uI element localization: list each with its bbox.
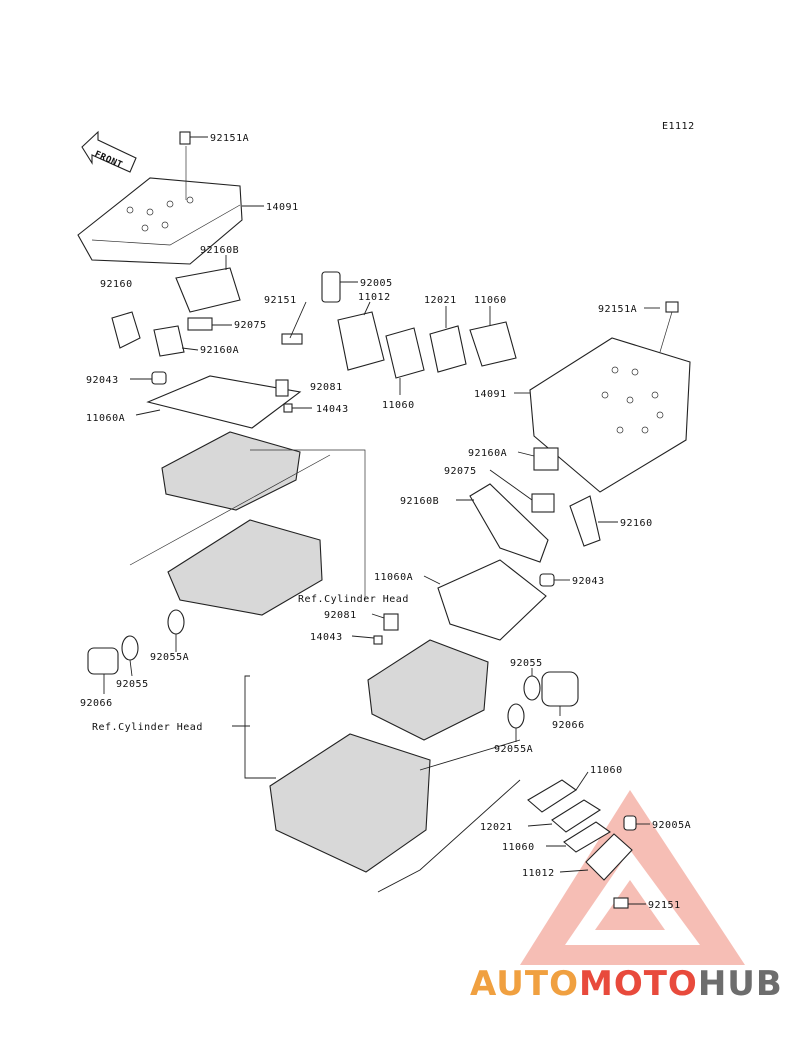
callout-label: 11060A xyxy=(374,572,413,583)
rear-head-cover xyxy=(77,131,243,265)
callout-labels: 92151A 14091 92160B 92160 92151 92075 92… xyxy=(80,133,691,911)
breather-11012 xyxy=(337,311,385,371)
o-ring-92055-rear xyxy=(121,635,139,661)
callout-label: 92066 xyxy=(552,720,585,731)
diagram-code: E1112 xyxy=(662,121,695,132)
o-ring-92055a-front xyxy=(507,703,525,729)
o-ring-92055-front xyxy=(523,675,541,701)
cap-92005 xyxy=(321,271,341,303)
intake-pipe-92066-front xyxy=(541,671,579,707)
callout-label: 92160B xyxy=(400,496,439,507)
rocker-cover-92160b-front xyxy=(469,483,549,563)
rocker-cap-92160-front xyxy=(569,495,601,547)
callout-label: 11060 xyxy=(474,295,507,306)
front-camshaft-holder xyxy=(367,639,489,741)
callout-label: 92151A xyxy=(210,133,249,144)
rocker-part-92075 xyxy=(187,317,213,331)
callout-label: 11060A xyxy=(86,413,125,424)
rocker-cover-92160b xyxy=(175,267,241,313)
callout-label: 92151 xyxy=(648,900,681,911)
bolt-92151-bottom xyxy=(613,897,629,909)
callout-label: 92055 xyxy=(116,679,149,690)
callout-label: 92043 xyxy=(86,375,119,386)
callout-label: 92066 xyxy=(80,698,113,709)
callout-label: 92151 xyxy=(264,295,297,306)
callout-label: 92005A xyxy=(652,820,691,831)
watermark-text: AUTOMOTOHUB xyxy=(470,964,783,1004)
callout-label: 92160B xyxy=(200,245,239,256)
plug-92043-rear xyxy=(151,371,167,385)
callout-label: 92081 xyxy=(310,382,343,393)
front-cylinder-head xyxy=(269,733,431,873)
rocker-part-92075-front xyxy=(531,493,555,513)
callout-label: 92075 xyxy=(234,320,267,331)
gasket-11060a-front xyxy=(437,559,547,641)
gasket-11060a-rear xyxy=(146,375,302,429)
rear-camshaft-holder xyxy=(161,431,301,511)
callout-label: 92160 xyxy=(620,518,653,529)
callout-label: 92005 xyxy=(360,278,393,289)
callout-label: 11012 xyxy=(358,292,391,303)
rocker-cap-92160 xyxy=(111,311,141,349)
callout-label: 14091 xyxy=(474,389,507,400)
rear-cylinder-head xyxy=(167,519,323,616)
callout-label: 11060 xyxy=(502,842,535,853)
gasket-11060-right xyxy=(469,321,517,367)
callout-label: 92081 xyxy=(324,610,357,621)
plate-12021-bottom xyxy=(551,799,602,833)
callout-label: 92160A xyxy=(200,345,239,356)
rocker-cap-92160a-front xyxy=(533,447,559,471)
callout-label: 11060 xyxy=(382,400,415,411)
front-head-cover xyxy=(529,301,691,493)
rocker-cap-92160a xyxy=(153,325,185,357)
callout-label: 11060 xyxy=(590,765,623,776)
callout-label: 92075 xyxy=(444,466,477,477)
callout-label: 14043 xyxy=(310,632,343,643)
ref-label: Ref.Cylinder Head xyxy=(298,594,409,605)
callout-label: 11012 xyxy=(522,868,555,879)
front-arrow-icon: FRONT xyxy=(81,130,137,173)
dowel-14043-rear xyxy=(283,403,293,413)
callout-label: 14091 xyxy=(266,202,299,213)
callout-label: 92055 xyxy=(510,658,543,669)
callout-label: 92055A xyxy=(494,744,533,755)
gasket-11060-bottom-2 xyxy=(563,821,612,853)
plug-92043-front xyxy=(539,573,555,587)
o-ring-92055a-rear xyxy=(167,609,185,635)
bolt-92151 xyxy=(281,333,303,345)
intake-pipe-92066-rear xyxy=(87,647,119,675)
callout-label: 92055A xyxy=(150,652,189,663)
spring-92081-rear xyxy=(275,379,289,397)
callout-label: 14043 xyxy=(316,404,349,415)
callout-label: 12021 xyxy=(480,822,513,833)
callout-label: 92160 xyxy=(100,279,133,290)
plate-12021 xyxy=(429,325,467,373)
callout-label: 92160A xyxy=(468,448,507,459)
ref-label: Ref.Cylinder Head xyxy=(92,722,203,733)
gasket-11060-left xyxy=(385,327,425,379)
leader-lines xyxy=(103,136,660,905)
callout-label: 12021 xyxy=(424,295,457,306)
callout-label: 92043 xyxy=(572,576,605,587)
breather-11012-bottom xyxy=(585,833,633,881)
gasket-11060-bottom-1 xyxy=(527,779,577,813)
svg-text:AUTOMOTOHUB: AUTOMOTOHUB xyxy=(470,964,783,1004)
callout-label: 92151A xyxy=(598,304,637,315)
cap-92005a xyxy=(623,815,637,831)
dowel-14043-front xyxy=(373,635,383,645)
watermark-logo xyxy=(520,790,745,965)
spring-92081-front xyxy=(383,613,399,631)
